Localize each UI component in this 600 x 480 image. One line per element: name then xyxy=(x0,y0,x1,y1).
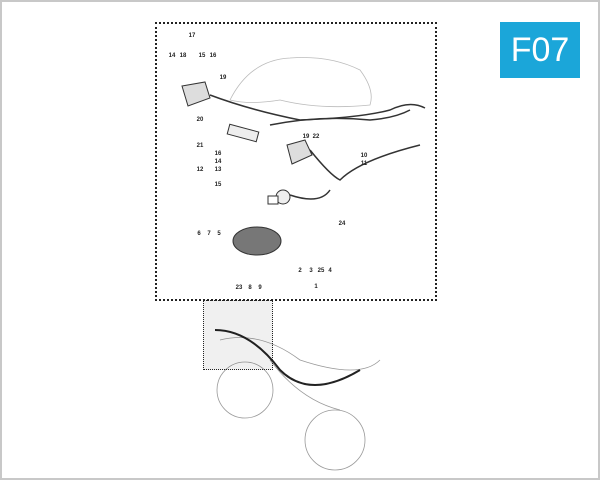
callout-3: 3 xyxy=(309,268,313,274)
exploded-view-box xyxy=(155,22,437,301)
callout-24: 24 xyxy=(338,221,346,227)
left-indicator xyxy=(181,81,211,107)
harness-location xyxy=(214,329,361,386)
callout-19: 19 xyxy=(302,134,310,140)
callout-18: 18 xyxy=(179,53,187,59)
callout-7: 7 xyxy=(207,231,211,237)
callout-19: 19 xyxy=(219,75,227,81)
callout-1: 1 xyxy=(314,284,318,290)
location-inset xyxy=(203,300,273,370)
right-indicator xyxy=(286,139,313,165)
callout-20: 20 xyxy=(196,117,204,123)
callout-8: 8 xyxy=(248,285,252,291)
bulb-socket xyxy=(267,189,291,205)
callout-16: 16 xyxy=(209,53,217,59)
callout-23: 23 xyxy=(235,285,243,291)
callout-5: 5 xyxy=(217,231,221,237)
callout-10: 10 xyxy=(360,153,368,159)
section-badge: F07 xyxy=(500,22,580,78)
callout-9: 9 xyxy=(258,285,262,291)
callout-16: 16 xyxy=(214,151,222,157)
tail-light xyxy=(232,226,282,256)
motorcycle-outline xyxy=(216,337,381,471)
callout-13: 13 xyxy=(214,167,222,173)
plate-light xyxy=(226,123,260,143)
wiring-harness xyxy=(209,94,426,200)
callout-25: 25 xyxy=(317,268,325,274)
fairing-outline xyxy=(229,57,372,108)
callout-21: 21 xyxy=(196,143,204,149)
callout-6: 6 xyxy=(197,231,201,237)
callout-22: 22 xyxy=(312,134,320,140)
callout-12: 12 xyxy=(196,167,204,173)
callout-15: 15 xyxy=(198,53,206,59)
callout-17: 17 xyxy=(188,33,196,39)
callout-15: 15 xyxy=(214,182,222,188)
callout-4: 4 xyxy=(328,268,332,274)
callout-14: 14 xyxy=(168,53,176,59)
callout-2: 2 xyxy=(298,268,302,274)
callout-11: 11 xyxy=(360,161,368,167)
callout-14: 14 xyxy=(214,159,222,165)
